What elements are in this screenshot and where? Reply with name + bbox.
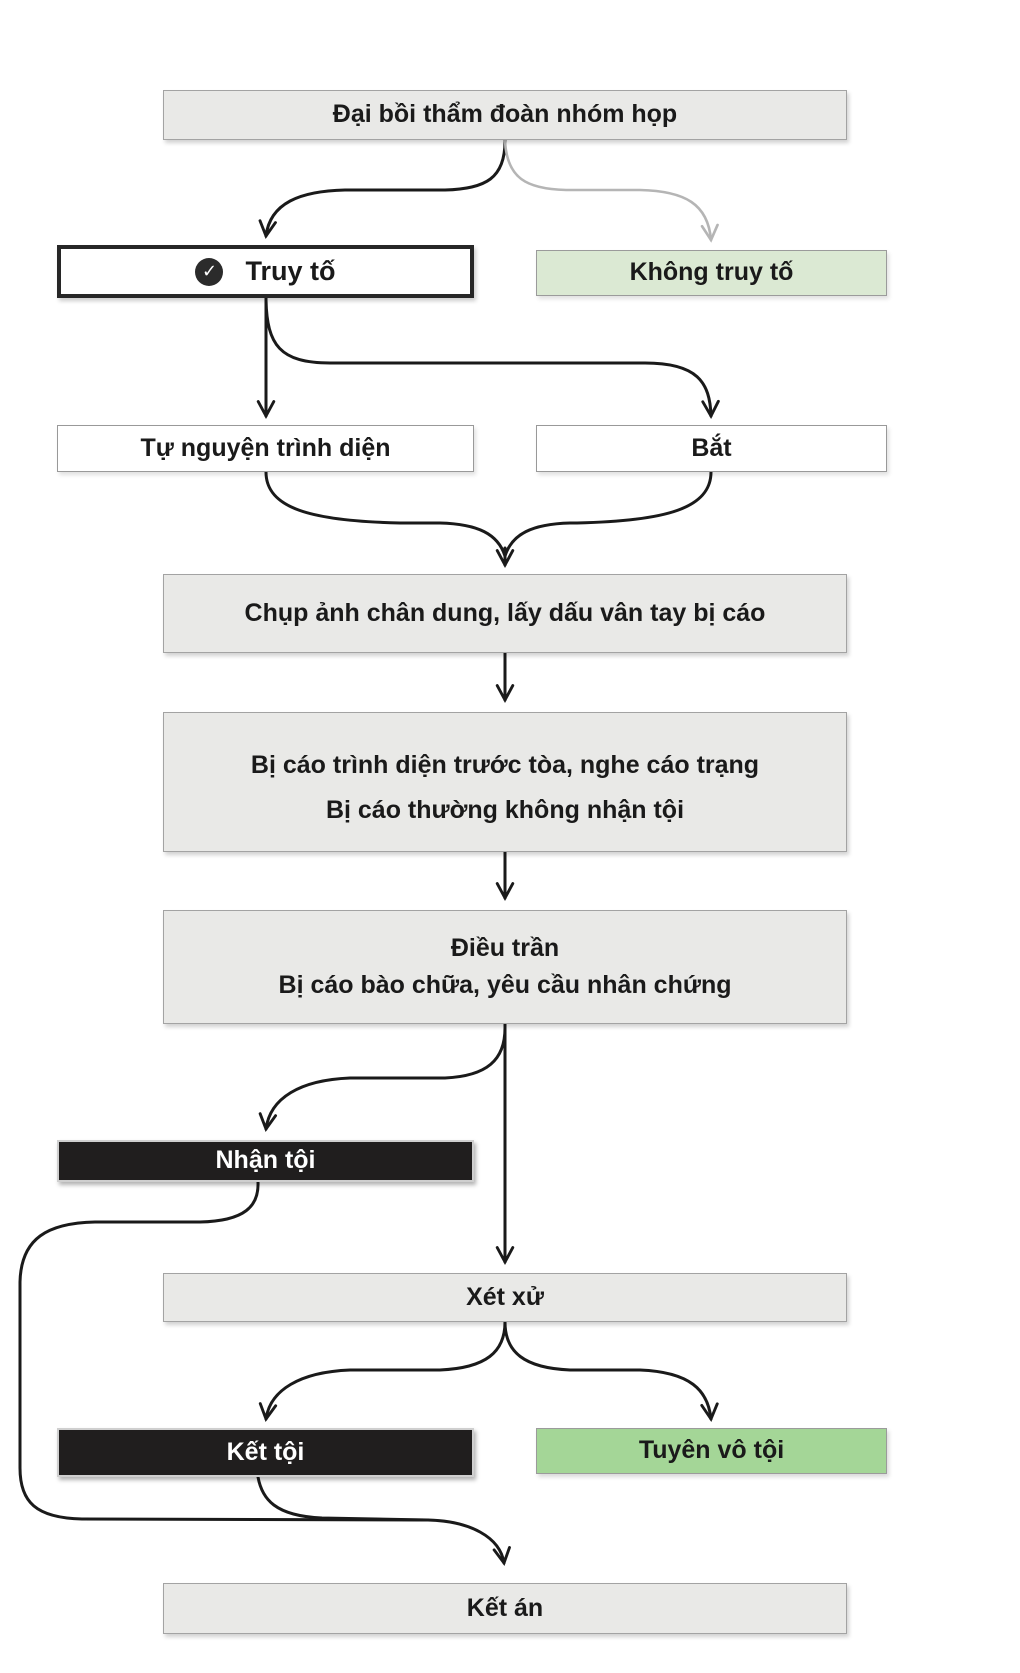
node-sentencing: Kết án — [163, 1583, 847, 1634]
node-line2: Bị cáo bào chữa, yêu cầu nhân chứng — [278, 971, 732, 999]
edge-trial-acquit — [503, 1320, 719, 1423]
node-label: Không truy tố — [629, 258, 794, 287]
edge-plead-rail — [18, 1180, 430, 1522]
node-convict: Kết tội — [57, 1428, 474, 1477]
node-label: Kết án — [466, 1593, 544, 1622]
edge-arrest-merge — [503, 470, 713, 558]
edge-trial-convict — [258, 1320, 507, 1423]
node-line2: Bị cáo thường không nhận tội — [325, 795, 685, 824]
node-booking: Chụp ảnh chân dung, lấy dấu vân tay bị c… — [163, 574, 847, 653]
node-label: Xét xử — [466, 1282, 544, 1311]
node-arraignment: Bị cáo trình diện trước tòa, nghe cáo tr… — [163, 712, 847, 852]
node-label: Chụp ảnh chân dung, lấy dấu vân tay bị c… — [244, 598, 766, 627]
check-icon: ✓ — [195, 257, 224, 286]
node-indict: ✓ Truy tố — [57, 245, 474, 298]
node-arrest: Bắt — [536, 425, 887, 472]
node-label: Kết tội — [226, 1437, 305, 1466]
node-line1: Điều trần — [450, 933, 560, 962]
edge-indict-arrest — [264, 298, 720, 420]
node-hearing: Điều trần Bị cáo bào chữa, yêu cầu nhân … — [163, 910, 847, 1024]
edge-grandjury-noindict — [503, 139, 719, 243]
node-label: Tuyên vô tội — [638, 1436, 785, 1465]
node-acquit: Tuyên vô tội — [536, 1428, 887, 1474]
node-trial: Xét xử — [163, 1273, 847, 1322]
edge-convict-join — [256, 1475, 430, 1522]
node-voluntary-appearance: Tự nguyện trình diện — [57, 425, 474, 472]
node-label: Nhận tội — [215, 1146, 316, 1175]
node-label: Tự nguyện trình diện — [140, 433, 391, 462]
edge-hearing-plead — [258, 1026, 507, 1133]
node-label: Đại bồi thẩm đoàn nhóm họp — [332, 100, 678, 129]
node-label: Bắt — [691, 433, 732, 462]
edge-voluntary-merge — [264, 470, 507, 558]
edge-grandjury-indict — [258, 139, 507, 240]
node-plead-guilty: Nhận tội — [57, 1140, 474, 1182]
node-line1: Bị cáo trình diện trước tòa, nghe cáo tr… — [250, 751, 760, 780]
node-label: Truy tố — [245, 255, 336, 286]
node-grand-jury: Đại bồi thẩm đoàn nhóm họp — [163, 90, 847, 140]
node-no-indict: Không truy tố — [536, 250, 887, 296]
edge-rail-sentencing — [426, 1518, 511, 1567]
